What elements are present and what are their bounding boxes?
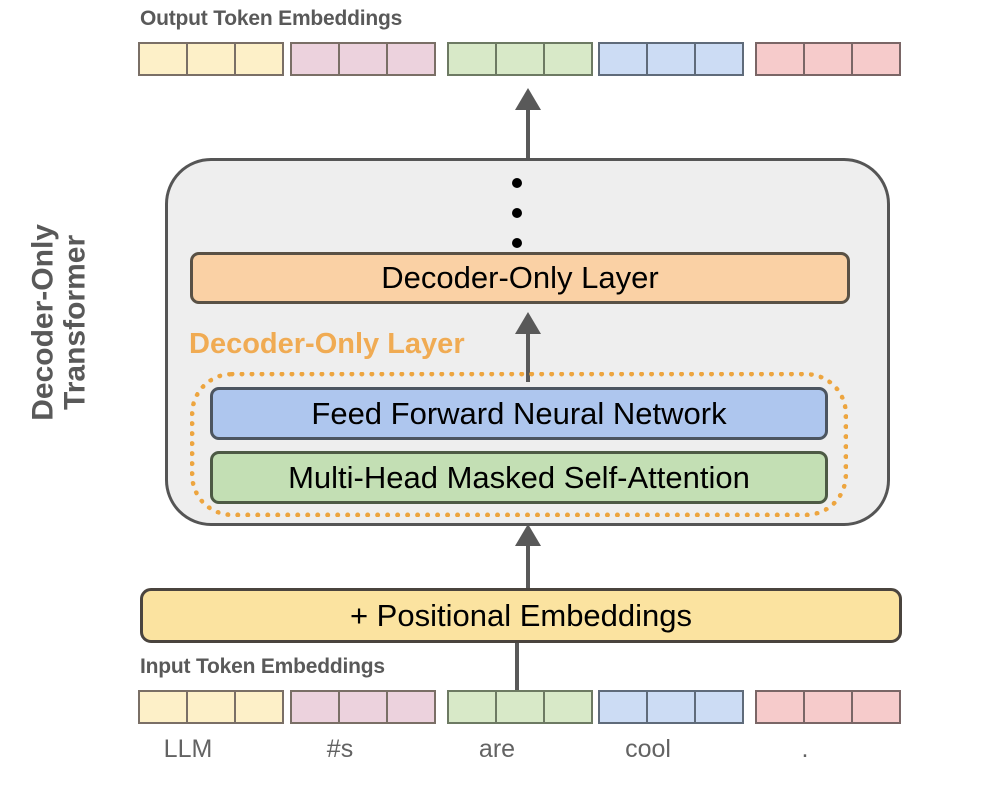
output-token-cell [694, 42, 744, 76]
token-word-label: #s [326, 735, 354, 763]
ellipsis-dot-icon [512, 178, 522, 188]
ellipsis-dot-icon [512, 208, 522, 218]
side-label-line-2: Transformer [59, 234, 92, 410]
output-token-cell [138, 42, 188, 76]
positional-embeddings-box[interactable]: + Positional Embeddings [140, 588, 902, 643]
arrow-shaft [526, 546, 530, 611]
input-token-cell [646, 690, 696, 724]
input-token-group-2 [447, 690, 593, 724]
arrow-shaft [526, 334, 530, 382]
input-token-embeddings-title: Input Token Embeddings [140, 655, 385, 678]
input-token-group-0 [138, 690, 284, 724]
input-token-cell [755, 690, 805, 724]
input-token-group-3 [598, 690, 744, 724]
input-token-cell [694, 690, 744, 724]
output-token-group-0 [138, 42, 284, 76]
output-token-group-1 [290, 42, 436, 76]
input-token-cell [598, 690, 648, 724]
arrow-layer-to-decoder-layer [515, 312, 541, 382]
output-token-cell [851, 42, 901, 76]
input-token-cell [543, 690, 593, 724]
input-token-cell [290, 690, 340, 724]
output-token-cell [646, 42, 696, 76]
output-token-cell [186, 42, 236, 76]
feed-forward-neural-network-box[interactable]: Feed Forward Neural Network [210, 387, 828, 440]
decoder-only-layer-box-top[interactable]: Decoder-Only Layer [190, 252, 850, 304]
input-token-cell [138, 690, 188, 724]
output-token-cell [386, 42, 436, 76]
output-token-cell [543, 42, 593, 76]
arrow-head-icon [515, 88, 541, 110]
token-word-label: LLM [163, 735, 213, 763]
multi-head-masked-self-attention-box[interactable]: Multi-Head Masked Self-Attention [210, 451, 828, 504]
output-token-cell [338, 42, 388, 76]
input-token-group-4 [755, 690, 901, 724]
input-token-cell [495, 690, 545, 724]
arrow-shaft [526, 110, 530, 180]
input-token-group-1 [290, 690, 436, 724]
stacked-layers-ellipsis [512, 178, 522, 248]
multi-head-masked-self-attention-label: Multi-Head Masked Self-Attention [288, 459, 750, 495]
positional-embeddings-label: + Positional Embeddings [349, 597, 693, 633]
input-token-cell [186, 690, 236, 724]
arrow-head-icon [515, 312, 541, 334]
input-token-cell [234, 690, 284, 724]
decoder-only-layer-dotted-outline [190, 372, 848, 517]
arrow-transformer-to-output [515, 88, 541, 180]
input-token-cell [851, 690, 901, 724]
output-token-group-2 [447, 42, 593, 76]
ellipsis-dot-icon [512, 238, 522, 248]
token-word-label: . [801, 735, 809, 763]
output-token-cell [598, 42, 648, 76]
output-token-cell [290, 42, 340, 76]
decoder-only-transformer-side-label: Decoder-Only Transformer [0, 224, 175, 421]
decoder-only-layer-box-top-label: Decoder-Only Layer [381, 260, 659, 295]
output-token-cell [803, 42, 853, 76]
token-word-label: are [478, 735, 516, 763]
feed-forward-neural-network-label: Feed Forward Neural Network [311, 395, 727, 431]
input-token-cell [803, 690, 853, 724]
output-token-embeddings-title: Output Token Embeddings [140, 7, 403, 30]
side-label-line-1: Decoder-Only [26, 224, 60, 421]
arrow-head-icon [515, 524, 541, 546]
connector-input-to-positional [515, 643, 519, 693]
arrow-positional-to-transformer [515, 524, 541, 611]
input-token-cell [386, 690, 436, 724]
output-token-group-3 [598, 42, 744, 76]
input-token-cell [447, 690, 497, 724]
dotted-decoder-only-layer-label: Decoder-Only Layer [189, 328, 465, 360]
output-token-group-4 [755, 42, 901, 76]
token-words-row: LLM #s are cool. [138, 735, 908, 775]
input-token-cell [338, 690, 388, 724]
token-word-label: cool [625, 735, 671, 763]
output-token-cell [755, 42, 805, 76]
output-token-cell [447, 42, 497, 76]
output-token-cell [234, 42, 284, 76]
output-token-cell [495, 42, 545, 76]
